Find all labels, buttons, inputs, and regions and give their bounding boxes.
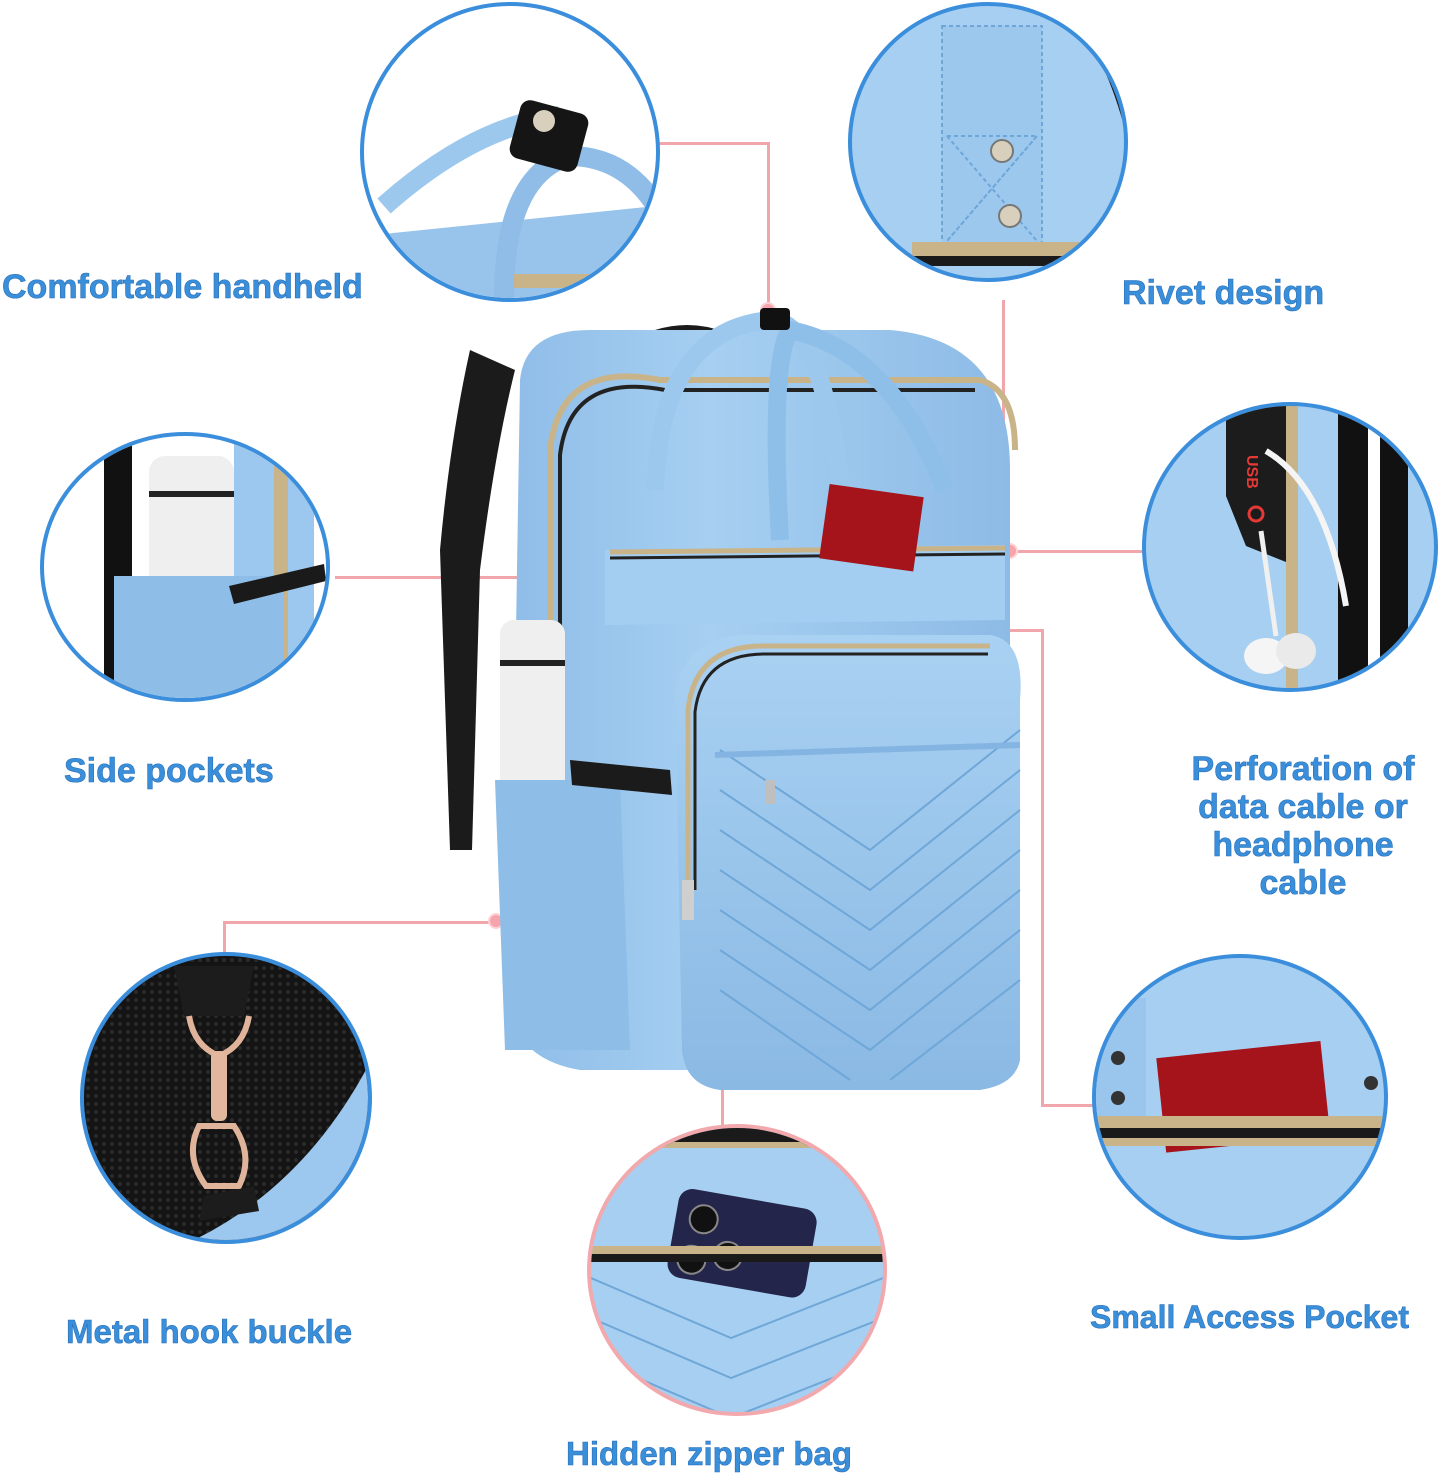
bottle-icon [104,436,326,698]
label-hidden-zipper-bag: Hidden zipper bag [566,1435,853,1473]
detail-circle-hook [80,952,372,1244]
connector-access-v2 [1041,629,1044,1107]
detail-circle-hidden-zipper [587,1124,887,1416]
detail-circle-handle [360,2,660,302]
detail-circle-rivet [848,2,1128,282]
connector-handle-v [767,142,770,308]
label-side-pockets: Side pockets [64,752,274,791]
backpack-illustration [440,308,1021,1090]
label-cable-port: Perforation of data cable or headphone c… [1168,750,1438,903]
hook-buckle-icon [84,956,368,1240]
usb-port-icon: USB [1226,406,1408,688]
phone-icon [591,1128,883,1412]
label-cable-port-line3: headphone [1212,826,1394,865]
detail-circle-access-pocket [1092,954,1388,1240]
connector-cable-h [1010,550,1145,553]
connector-side-h [335,576,540,579]
label-metal-hook-buckle: Metal hook buckle [66,1313,353,1351]
handle-loop-icon [364,100,656,298]
passport-icon [1096,998,1384,1153]
connector-handle-h [655,142,769,145]
connector-hook-h [224,921,496,924]
rivet-icon [912,6,1124,266]
label-cable-port-line4: cable [1259,864,1347,903]
label-comfortable-handheld: Comfortable handheld [2,268,363,307]
connector-hook-v [223,921,226,955]
connector-access-h2 [1041,1104,1101,1107]
label-rivet-design: Rivet design [1122,274,1325,313]
label-cable-port-line1: Perforation of [1191,750,1415,789]
detail-circle-cable-port: USB [1142,402,1438,692]
detail-circle-side-pockets [40,432,330,702]
usb-port-label: USB [1243,455,1260,489]
label-cable-port-line2: data cable or [1198,788,1408,827]
label-small-access-pocket: Small Access Pocket [1090,1299,1410,1335]
